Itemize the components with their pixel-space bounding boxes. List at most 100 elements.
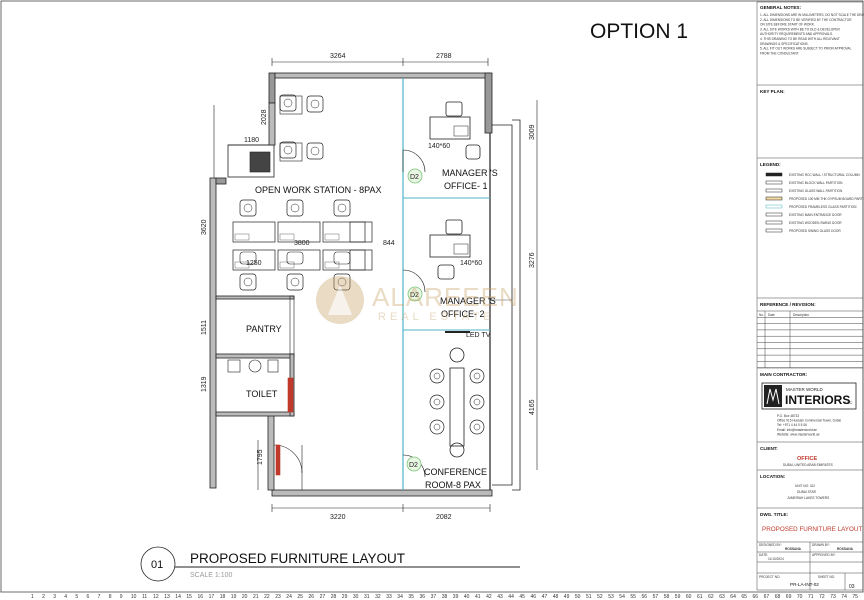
note-line: 3. ALL SITE WORKS WITH BE TO DLD & DEVEL… (760, 27, 841, 31)
dim-top-left: 3264 (330, 53, 346, 60)
legend-item: EXISTING WOODEN SWING DOOR (789, 221, 842, 225)
general-notes-title: GENERAL NOTES: (760, 5, 801, 10)
ruler-number: 8 (109, 594, 112, 600)
dwg-title: PROPOSED FURNITURE LAYOUT (762, 526, 862, 533)
drawing-number: 01 (151, 559, 163, 571)
svg-text:D2: D2 (410, 292, 419, 299)
office-chair (286, 273, 304, 291)
workstation-screen (279, 233, 295, 241)
chair-seat (337, 203, 347, 213)
legend-swatch (765, 204, 783, 209)
chair-seat (290, 277, 300, 287)
contractor-info-line: Office 915 Hussain Commercial Tower, Dub… (777, 419, 841, 423)
workstation-desk (349, 249, 373, 271)
ruler-number: 59 (675, 594, 681, 600)
workstation-desk (232, 221, 276, 243)
svg-text:D2: D2 (409, 462, 418, 469)
ruler-number: 44 (508, 594, 514, 600)
room-manager1-line1: MANAGER 'S (442, 168, 498, 178)
key-plan-title: KEY PLAN: (760, 89, 785, 94)
legend-item: PROPOSED 100 MM THK GYPSUM BOARD PARTITI… (789, 197, 864, 201)
ruler-number: 42 (486, 594, 492, 600)
ruler-number: 58 (664, 594, 670, 600)
legend-item: EXISTING MAIN ENTRANCE DOOR (789, 213, 842, 217)
door-tag-3: D2 (406, 456, 422, 472)
ruler-number: 46 (531, 594, 537, 600)
note-line: 2. ALL DIMENSIONS TO BE VERIFIED BY THE … (760, 18, 852, 22)
dwg-title-label: DWG. TITLE: (760, 512, 789, 517)
general-notes-text: 1. ALL DIMENSIONS ARE IN MILLIMETERS, DO… (760, 13, 864, 55)
office-chair (286, 199, 304, 217)
ruler-number: 24 (286, 594, 292, 600)
office-chair (286, 251, 304, 265)
ruler-number: 5 (75, 594, 78, 600)
dim-3800: 3800 (294, 240, 310, 247)
ruler-number: 25 (297, 594, 303, 600)
dim-3009: 3009 (529, 124, 536, 140)
chair-seat (283, 145, 293, 155)
ruler-number: 41 (475, 594, 481, 600)
ruler-number: 9 (120, 594, 123, 600)
contractor-small: MASTER WORLD (786, 387, 824, 392)
note-line: ON SITE BEFORE START OF WORK. (760, 23, 815, 27)
client-name: OFFICE (797, 456, 817, 462)
ruler-number: 1 (31, 594, 34, 600)
workstation-desk (349, 221, 373, 243)
ruler-number: 43 (497, 594, 503, 600)
drawn-by-label: DRAWN BY: (812, 543, 830, 547)
title-block (756, 1, 864, 591)
sheet-no: 03 (849, 584, 855, 590)
ruler-number: 72 (819, 594, 825, 600)
ruler-number: 18 (220, 594, 226, 600)
office-chair (239, 251, 257, 265)
ruler-number: 27 (320, 594, 326, 600)
legend-title: LEGEND: (760, 162, 781, 167)
ruler-number: 11 (142, 594, 147, 600)
ruler-number: 69 (786, 594, 792, 600)
room-manager2-line1: MANAGER 'S (440, 296, 496, 306)
chair-seat (290, 203, 300, 213)
room-toilet: TOILET (246, 389, 278, 399)
legend-swatch (765, 228, 783, 233)
workstation-desk (279, 95, 303, 115)
approved-by-label: APPROVED BY: (812, 553, 836, 557)
drawing-scale: SCALE 1:100 (190, 572, 233, 579)
office-chair (306, 142, 324, 160)
watermark-brand: ALAREEEN (372, 282, 519, 312)
dim-1180: 1180 (244, 137, 259, 144)
ruler-number: 2 (42, 594, 45, 600)
rev-col-desc: Description (793, 313, 809, 317)
ruler-number: 7 (98, 594, 101, 600)
conference-chair (429, 394, 445, 410)
ruler-number: 47 (542, 594, 548, 600)
chair-seat (433, 398, 441, 406)
ruler-number: 13 (164, 594, 170, 600)
chair-seat (473, 398, 481, 406)
ruler-number: 48 (553, 594, 559, 600)
note-line: DRAWINGS & SPECIFICATIONS. (760, 42, 809, 46)
ruler-number: 64 (730, 594, 736, 600)
ruler-number: 20 (242, 594, 248, 600)
workstation-desk (322, 221, 366, 243)
ruler-number: 45 (519, 594, 525, 600)
drawing-title: PROPOSED FURNITURE LAYOUT (190, 551, 405, 566)
door-tag-1: D2 (407, 168, 423, 184)
legend-item: EXISTING BLOCK WALL PARTITION (789, 181, 843, 185)
ruler-number: 62 (708, 594, 714, 600)
ruler-number: 28 (331, 594, 337, 600)
dim-desk1: 140*60 (428, 143, 450, 150)
chair-seat (337, 277, 347, 287)
main-contractor-title: MAIN CONTRACTOR: (760, 372, 808, 377)
ruler-number: 63 (719, 594, 725, 600)
chair-seat (283, 98, 293, 108)
watermark: ALAREEEN REAL ESTATE (316, 276, 519, 324)
ruler-number: 60 (686, 594, 692, 600)
location-line-2: DUBAI STAR (797, 490, 817, 494)
ruler-number: 75 (852, 594, 858, 600)
office-chair (279, 94, 297, 112)
dim-top-right: 2788 (436, 53, 452, 60)
ruler-number: 40 (464, 594, 470, 600)
project-no-label: PROJECT NO. (759, 575, 780, 579)
legend-item: PROPOSED FRAMELESS GLASS PARTITION (789, 205, 857, 209)
